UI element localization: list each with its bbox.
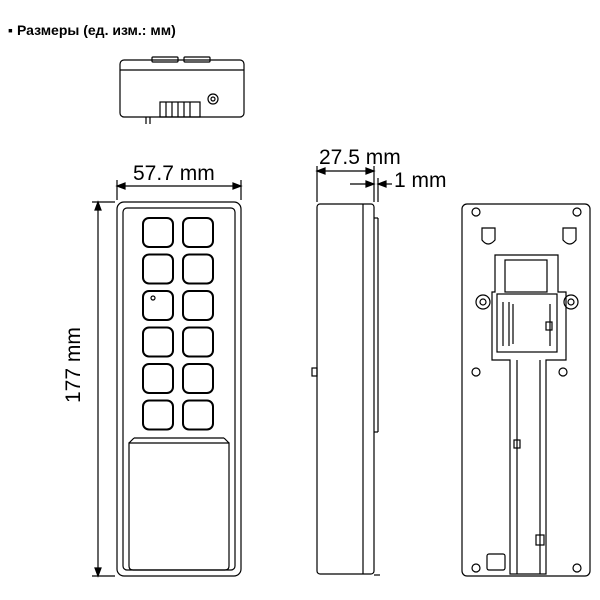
keypad-button (142, 290, 174, 321)
keypad-button (182, 326, 214, 358)
section-heading: ▪Размеры (ед. изм.: мм) (8, 22, 176, 38)
keypad-button (182, 217, 214, 248)
side-view (311, 203, 380, 576)
depth-dimension: 27.5 mm 1 mm (315, 146, 447, 202)
tactile-dot-icon (150, 295, 156, 301)
top-view (119, 56, 245, 124)
keypad-button (182, 363, 214, 394)
width-dimension: 57.7 mm (115, 162, 243, 200)
keypad-button (182, 290, 214, 321)
width-label: 57.7 mm (133, 162, 215, 185)
height-dimension: 177 mm (62, 200, 115, 578)
keypad-button (142, 399, 174, 431)
keypad-button (142, 363, 174, 394)
bullet-icon: ▪ (8, 22, 13, 38)
depth-label: 27.5 mm (319, 146, 401, 169)
bezel-label: 1 mm (394, 169, 447, 192)
height-label: 177 mm (62, 327, 85, 403)
heading-title: Размеры (ед. изм.: мм) (16, 22, 176, 38)
keypad-button (142, 326, 174, 358)
keypad-button (182, 253, 214, 285)
keypad-button (142, 253, 174, 285)
keypad-button (142, 217, 174, 248)
keypad-button (182, 399, 214, 431)
front-view (116, 201, 242, 577)
back-view (461, 203, 591, 577)
keypad (142, 217, 214, 431)
